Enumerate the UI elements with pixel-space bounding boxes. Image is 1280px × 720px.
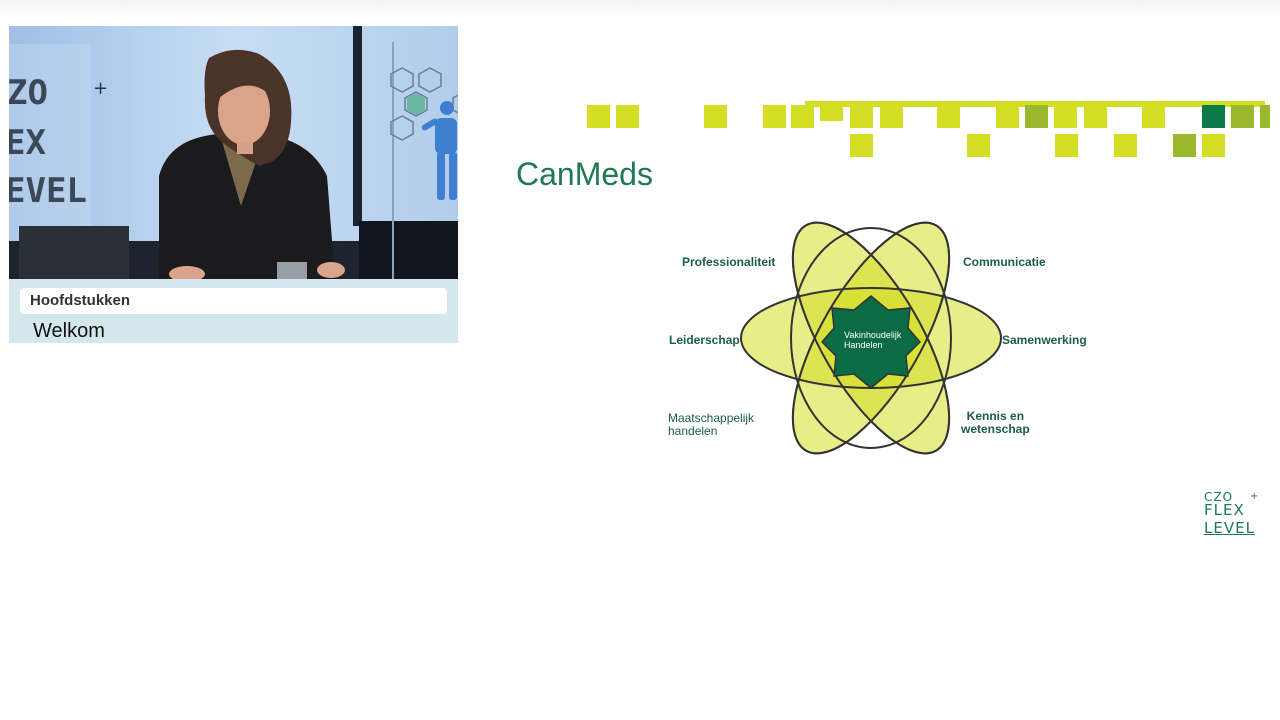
label-maatschappelijk-line2: handelen <box>668 424 718 438</box>
label-kennis-line2: wetenschap <box>961 422 1030 436</box>
label-kennis-line1: Kennis en <box>966 409 1025 423</box>
label-kennis: Kennis en wetenschap <box>961 410 1030 436</box>
video-frame[interactable]: ZO EX EVEL + <box>9 26 458 279</box>
label-samenwerking: Samenwerking <box>1002 333 1087 347</box>
logo-line2: FLEX <box>1204 501 1245 519</box>
logo-plus-icon: + <box>1250 491 1260 502</box>
logo-line1: CZO <box>1204 490 1234 504</box>
label-communicatie: Communicatie <box>963 255 1046 269</box>
label-maatschappelijk-line1: Maatschappelijk <box>668 411 755 425</box>
top-shadow <box>0 0 1280 18</box>
label-leiderschap: Leiderschap <box>669 333 740 347</box>
center-label-line1: Vakinhoudelijk <box>844 330 902 340</box>
center-label-line2: Handelen <box>844 340 883 350</box>
video-scene: ZO EX EVEL + <box>9 26 458 279</box>
center-label: Vakinhoudelijk Handelen <box>844 330 901 350</box>
chapter-item-welkom[interactable]: Welkom <box>33 320 105 342</box>
czo-flex-level-logo: CZO + FLEX LEVEL <box>1204 490 1260 544</box>
svg-text:EX: EX <box>9 123 46 163</box>
svg-text:+: + <box>93 78 108 99</box>
logo-line3: LEVEL <box>1204 519 1255 537</box>
svg-text:EVEL: EVEL <box>9 171 87 211</box>
chapters-header: Hoofdstukken <box>20 288 447 314</box>
video-panel[interactable]: ZO EX EVEL + Hoofdstukken Welkom <box>9 26 458 343</box>
label-maatschappelijk: Maatschappelijk handelen <box>668 412 754 438</box>
svg-text:ZO: ZO <box>9 73 48 113</box>
slide-title: CanMeds <box>516 156 653 192</box>
canmeds-diagram <box>740 221 1002 455</box>
label-professionaliteit: Professionaliteit <box>682 255 776 269</box>
decorative-square-pattern <box>587 101 1270 157</box>
